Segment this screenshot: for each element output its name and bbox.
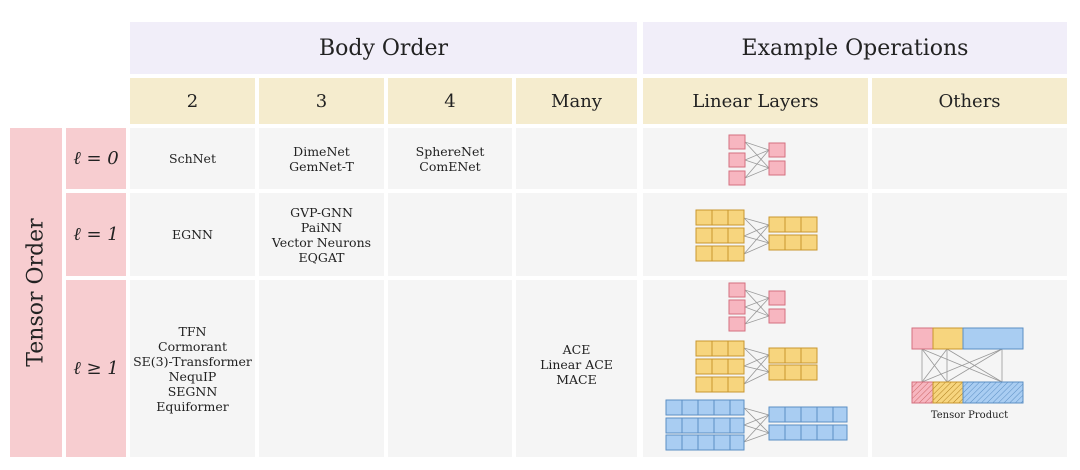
col-header-many: Many [516, 78, 637, 124]
row-group-tensor-order: Tensor Order [10, 128, 62, 457]
col-header-others: Others [872, 78, 1067, 124]
linear-layer-scalar-diagram [728, 134, 786, 186]
col-header-4: 4 [388, 78, 512, 124]
cell-r1-many [516, 193, 637, 276]
cell-r2-c3 [259, 280, 384, 457]
col-header-3: 3 [259, 78, 384, 124]
linear-layer-higher-order-diagram [665, 282, 848, 451]
row-label-l0: ℓ = 0 [66, 128, 126, 189]
cell-r1-others [872, 193, 1067, 276]
tensor-product-diagram [911, 327, 1024, 404]
header-example-operations: Example Operations [643, 22, 1067, 74]
cell-r0-c2: SchNet [130, 128, 255, 189]
cell-r1-linear [643, 193, 868, 276]
cell-r1-c4 [388, 193, 512, 276]
linear-layer-vector-diagram [695, 209, 818, 262]
tensor-product-label: Tensor Product [930, 410, 1009, 421]
row-label-l1: ℓ = 1 [66, 193, 126, 276]
row-label-lge1: ℓ ≥ 1 [66, 280, 126, 457]
col-header-linear-layers: Linear Layers [643, 78, 868, 124]
cell-r0-many [516, 128, 637, 189]
cell-r0-linear [643, 128, 868, 189]
cell-r0-others [872, 128, 1067, 189]
col-header-2: 2 [130, 78, 255, 124]
cell-r2-c4 [388, 280, 512, 457]
cell-r1-c2: EGNN [130, 193, 255, 276]
header-body-order: Body Order [130, 22, 637, 74]
